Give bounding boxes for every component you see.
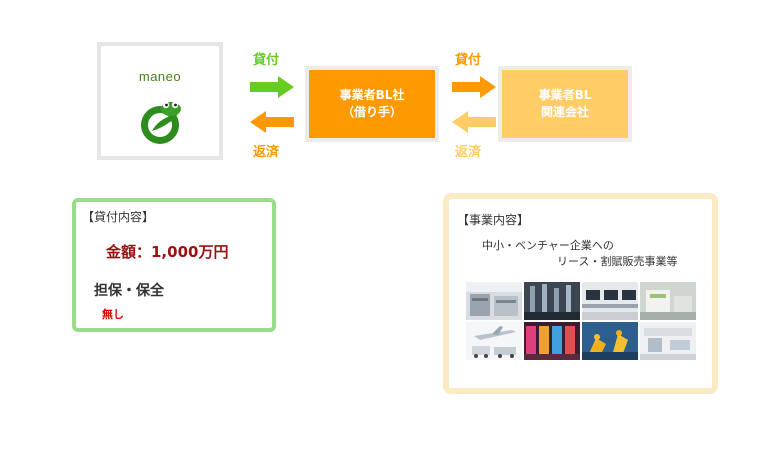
industrial-robots-photo (582, 322, 638, 360)
maneo-label: maneo (138, 69, 182, 84)
office-equipment-photo (640, 282, 696, 320)
business-details-panel: 【事業内容】 中小・ベンチャー企業への リース・割賦販売事業等 (443, 193, 718, 394)
left-arrow-icon (452, 111, 496, 133)
related-company-line2: 関連会社 (540, 105, 589, 119)
medical-equipment-photo (640, 322, 696, 360)
return-label-2: 返済 (455, 145, 482, 160)
kitchen-equipment-photo (466, 282, 522, 320)
loan-details-panel: 【貸付内容】 金額：1,000万円 担保・保全 無し (72, 198, 276, 332)
borrower-company-box: 事業者BL社 （借り手） (309, 70, 435, 138)
left-arrow-icon (250, 111, 294, 133)
business-desc-line1: 中小・ベンチャー企業への (482, 239, 614, 252)
office-computers-photo (582, 282, 638, 320)
aircraft-and-trucks-photo (466, 322, 522, 360)
loan-label-2: 貸付 (455, 53, 482, 68)
business-desc-line2: リース・割賦販売事業等 (557, 255, 678, 268)
factory-machinery-photo (524, 282, 580, 320)
business-details-title: 【事業内容】 (457, 213, 530, 227)
related-company-name: 事業者BL (538, 88, 592, 102)
pachinko-machines-photo (524, 322, 580, 360)
maneo-box: maneo (97, 42, 223, 160)
loan-amount: 金額：1,000万円 (106, 243, 229, 261)
maneo-frog-logo-icon (141, 101, 181, 144)
right-arrow-icon (250, 76, 294, 98)
right-arrow-icon (452, 76, 496, 98)
borrower-company-name: 事業者BL社 (339, 88, 405, 102)
collateral-label: 担保・保全 (94, 283, 164, 299)
borrower-company-role: （借り手） (341, 105, 402, 119)
loan-details-title: 【貸付内容】 (82, 210, 155, 224)
return-label-1: 返済 (253, 145, 280, 160)
collateral-value: 無し (102, 308, 124, 321)
loan-label-1: 貸付 (253, 53, 280, 68)
related-company-box: 事業者BL 関連会社 (502, 70, 628, 138)
